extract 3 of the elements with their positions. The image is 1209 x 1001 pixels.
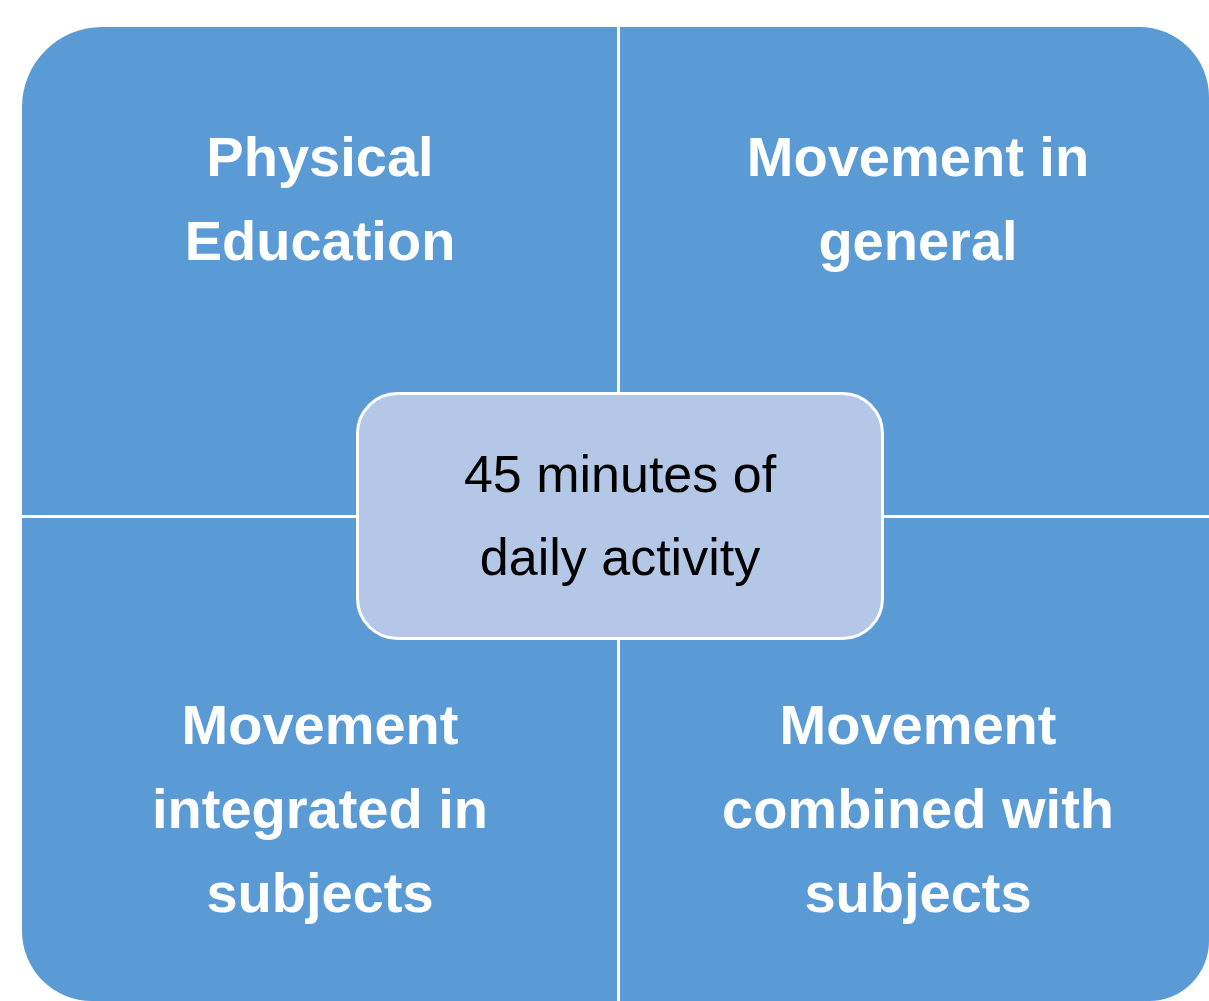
quadrant-title: Movement in general [683,115,1153,283]
quadrant-title: Movement integrated in subjects [85,683,555,935]
quadrant-title: Physical Education [85,115,555,283]
